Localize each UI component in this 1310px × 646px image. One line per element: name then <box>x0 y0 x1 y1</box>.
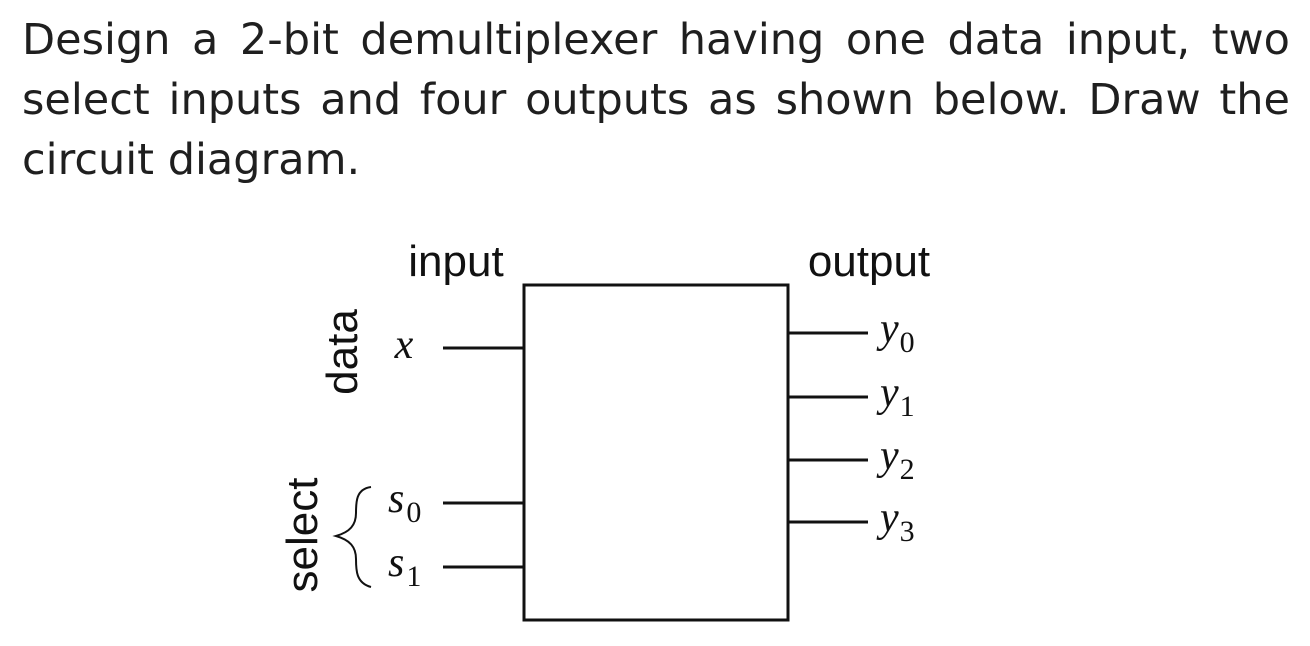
output-label-1: y1 <box>876 370 915 423</box>
output-label-3: y3 <box>876 495 915 548</box>
select-brace <box>332 486 372 588</box>
question-text: Design a 2-bit demultiplexer having one … <box>22 15 1290 185</box>
select-input-label-0: s0 <box>388 476 421 529</box>
select-label: select <box>278 478 327 593</box>
select-input-label-1: s1 <box>388 540 421 593</box>
output-label-0: y0 <box>876 306 915 359</box>
output-heading: output <box>808 237 930 286</box>
data-input-label: x <box>394 322 414 368</box>
data-label: data <box>318 309 367 395</box>
demux-block <box>522 283 790 622</box>
output-label-2: y2 <box>876 433 915 486</box>
input-heading: input <box>408 237 503 286</box>
